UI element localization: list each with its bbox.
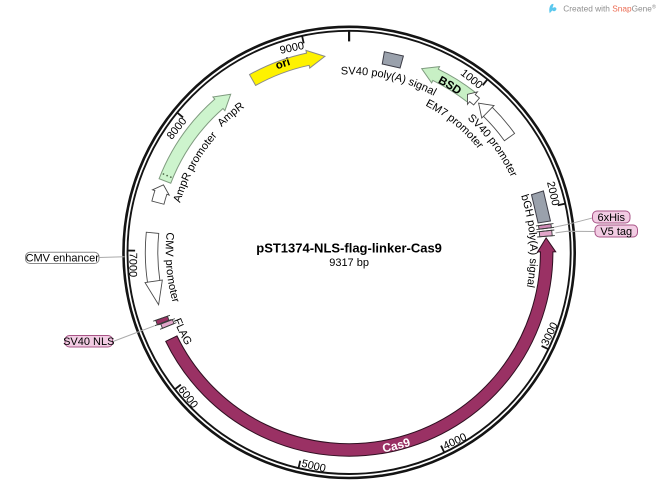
svg-text:Created with SnapGene®: Created with SnapGene® [563,4,657,14]
svg-text:6xHis: 6xHis [597,212,625,224]
svg-text:SV40 NLS: SV40 NLS [63,336,114,348]
svg-text:V5 tag: V5 tag [600,226,632,238]
svg-text:9317 bp: 9317 bp [329,257,369,269]
svg-text:7000: 7000 [126,253,138,278]
svg-text:pST1374-NLS-flag-linker-Cas9: pST1374-NLS-flag-linker-Cas9 [256,240,442,255]
svg-text:CMV enhancer: CMV enhancer [26,252,100,264]
